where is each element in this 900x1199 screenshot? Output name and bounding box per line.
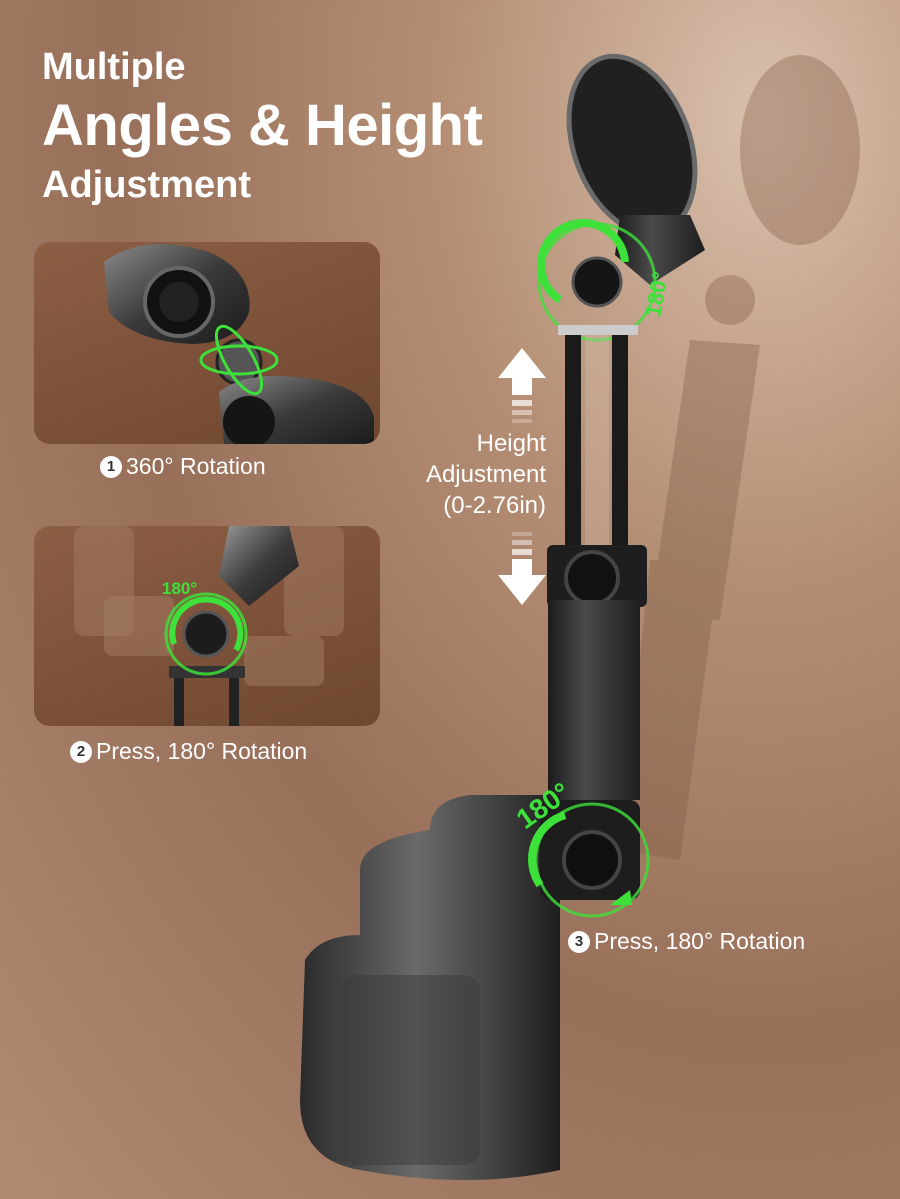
rotation-arrow-icon bbox=[169, 596, 244, 652]
top-joint-knob bbox=[571, 256, 623, 308]
hinge-illustration: 180° bbox=[74, 526, 344, 726]
caption-press-180-rotation-2: 2 Press, 180° Rotation bbox=[70, 738, 307, 765]
title-line-3: Adjustment bbox=[42, 164, 251, 206]
caption-press-180-rotation-3: 3 Press, 180° Rotation bbox=[568, 928, 805, 955]
top-rotation-arrow-icon bbox=[537, 218, 629, 304]
height-label-line-1: Height bbox=[476, 430, 546, 457]
detail-panel-360-rotation bbox=[34, 242, 380, 444]
title-line-2: Angles & Height bbox=[42, 93, 483, 158]
height-up-arrow-icon bbox=[498, 348, 546, 423]
height-down-arrow-icon bbox=[498, 532, 546, 605]
caption-label-1: 360° Rotation bbox=[126, 453, 266, 479]
ball-joint-illustration bbox=[104, 244, 374, 444]
number-badge-2: 2 bbox=[70, 740, 92, 763]
bottom-joint-knob bbox=[562, 830, 622, 890]
caption-label-2: Press, 180° Rotation bbox=[96, 738, 308, 764]
caption-360-rotation: 1 360° Rotation bbox=[100, 453, 266, 480]
page-title: Multiple Angles & Height Adjustment bbox=[42, 44, 483, 208]
detail-panel-press-180-rotation: 180° bbox=[34, 526, 380, 726]
title-line-1: Multiple bbox=[42, 46, 186, 88]
number-badge-3: 3 bbox=[568, 930, 590, 953]
height-lock-knob bbox=[564, 550, 620, 606]
height-adjustment-label: Height Adjustment (0-2.76in) bbox=[426, 428, 546, 521]
number-badge-1: 1 bbox=[100, 455, 122, 478]
bottom-rotation-arrow-icon bbox=[610, 890, 632, 905]
height-label-line-2: Adjustment bbox=[425, 461, 546, 488]
rotation-ring-horizontal bbox=[199, 344, 279, 376]
panel2-angle-label: 180° bbox=[162, 579, 197, 598]
height-label-line-3: (0-2.76in) bbox=[443, 492, 546, 519]
ghost-tilted-mount bbox=[620, 55, 860, 860]
caption-label-3: Press, 180° Rotation bbox=[594, 928, 806, 954]
rotation-ring-vertical bbox=[214, 324, 264, 396]
